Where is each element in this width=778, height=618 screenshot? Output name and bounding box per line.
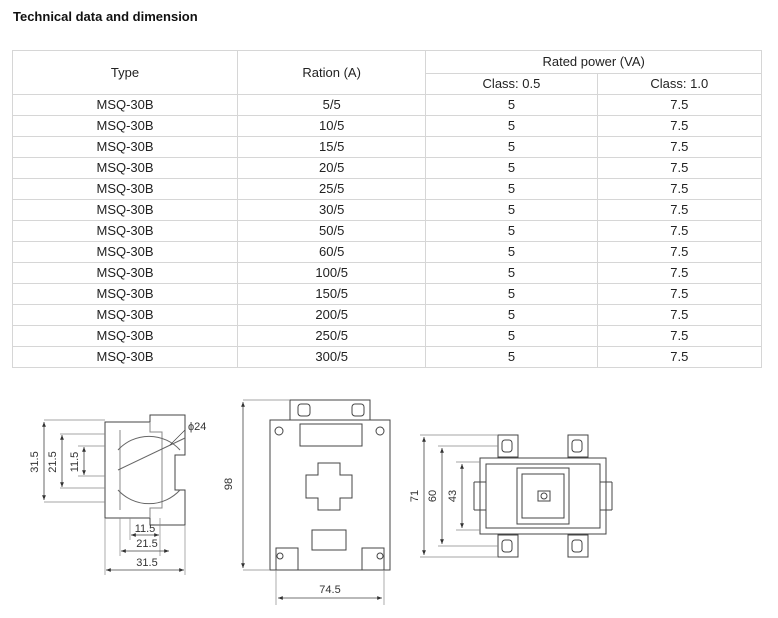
dim-top-60: 60	[427, 490, 439, 502]
cell-ration: 200/5	[237, 304, 427, 326]
cell-ration: 100/5	[237, 262, 427, 284]
dim-side-31-5-horizontal: 31.5	[136, 557, 157, 569]
cell-class-05: 5	[425, 199, 598, 221]
cell-class-10: 7.5	[596, 136, 763, 158]
cell-class-10: 7.5	[596, 115, 763, 137]
dim-top-71: 71	[409, 490, 421, 502]
cell-class-10: 7.5	[596, 262, 763, 284]
cell-type: MSQ-30B	[11, 241, 239, 263]
front-view-drawing	[241, 399, 391, 605]
cell-class-10: 7.5	[596, 199, 763, 221]
cell-class-05: 5	[425, 220, 598, 242]
cell-type: MSQ-30B	[11, 220, 239, 242]
dimension-drawings: 31.5 21.5 11.5 ϕ24 11.5 21.5 31.5 98 74.…	[29, 399, 613, 605]
cell-class-10: 7.5	[596, 241, 763, 263]
cell-type: MSQ-30B	[11, 115, 239, 137]
cell-class-05: 5	[425, 115, 598, 137]
dim-top-43: 43	[447, 490, 459, 502]
cell-type: MSQ-30B	[11, 325, 239, 347]
cell-class-10: 7.5	[596, 325, 763, 347]
dim-side-21-5-vertical: 21.5	[47, 451, 59, 472]
cell-type: MSQ-30B	[11, 157, 239, 179]
header-rated-power: Rated power (VA)	[425, 50, 762, 74]
cell-class-10: 7.5	[596, 346, 763, 368]
cell-type: MSQ-30B	[11, 283, 239, 305]
cell-type: MSQ-30B	[11, 136, 239, 158]
cell-ration: 25/5	[237, 178, 427, 200]
cell-class-10: 7.5	[596, 94, 763, 116]
cell-class-10: 7.5	[596, 304, 763, 326]
dim-side-phi-24: ϕ24	[188, 421, 206, 433]
cell-class-05: 5	[425, 325, 598, 347]
cell-ration: 5/5	[237, 94, 427, 116]
cell-class-05: 5	[425, 346, 598, 368]
cell-type: MSQ-30B	[11, 199, 239, 221]
cell-type: MSQ-30B	[11, 94, 239, 116]
cell-class-05: 5	[425, 157, 598, 179]
dim-side-21-5-horizontal: 21.5	[136, 538, 157, 550]
cell-class-10: 7.5	[596, 178, 763, 200]
cell-class-10: 7.5	[596, 220, 763, 242]
dim-front-width-74-5: 74.5	[319, 584, 340, 596]
cell-ration: 15/5	[237, 136, 427, 158]
cell-class-05: 5	[425, 304, 598, 326]
header-class-05: Class: 0.5	[425, 73, 598, 95]
cell-ration: 30/5	[237, 199, 427, 221]
cell-class-05: 5	[425, 94, 598, 116]
cell-class-05: 5	[425, 136, 598, 158]
cell-class-10: 7.5	[596, 157, 763, 179]
cell-ration: 50/5	[237, 220, 427, 242]
dim-side-11-5-horizontal: 11.5	[135, 523, 156, 535]
side-view-drawing	[42, 414, 186, 575]
cell-type: MSQ-30B	[11, 262, 239, 284]
dim-front-height-98: 98	[223, 478, 235, 490]
cell-class-10: 7.5	[596, 283, 763, 305]
cell-type: MSQ-30B	[11, 346, 239, 368]
cell-ration: 250/5	[237, 325, 427, 347]
cell-class-05: 5	[425, 241, 598, 263]
header-ration: Ration (A)	[237, 50, 427, 95]
cell-ration: 150/5	[237, 283, 427, 305]
cell-class-05: 5	[425, 283, 598, 305]
cell-ration: 300/5	[237, 346, 427, 368]
top-view-drawing	[420, 434, 613, 558]
cell-ration: 20/5	[237, 157, 427, 179]
cell-ration: 60/5	[237, 241, 427, 263]
header-class-10: Class: 1.0	[596, 73, 763, 95]
technical-data-table: Type Ration (A) Rated power (VA) Class: …	[11, 50, 763, 368]
dim-side-31-5-vertical: 31.5	[29, 451, 41, 472]
cell-ration: 10/5	[237, 115, 427, 137]
header-type: Type	[11, 50, 239, 95]
dim-side-11-5-vertical: 11.5	[69, 452, 81, 473]
page-title: Technical data and dimension	[13, 9, 198, 24]
cell-class-05: 5	[425, 178, 598, 200]
cell-type: MSQ-30B	[11, 178, 239, 200]
cell-type: MSQ-30B	[11, 304, 239, 326]
cell-class-05: 5	[425, 262, 598, 284]
